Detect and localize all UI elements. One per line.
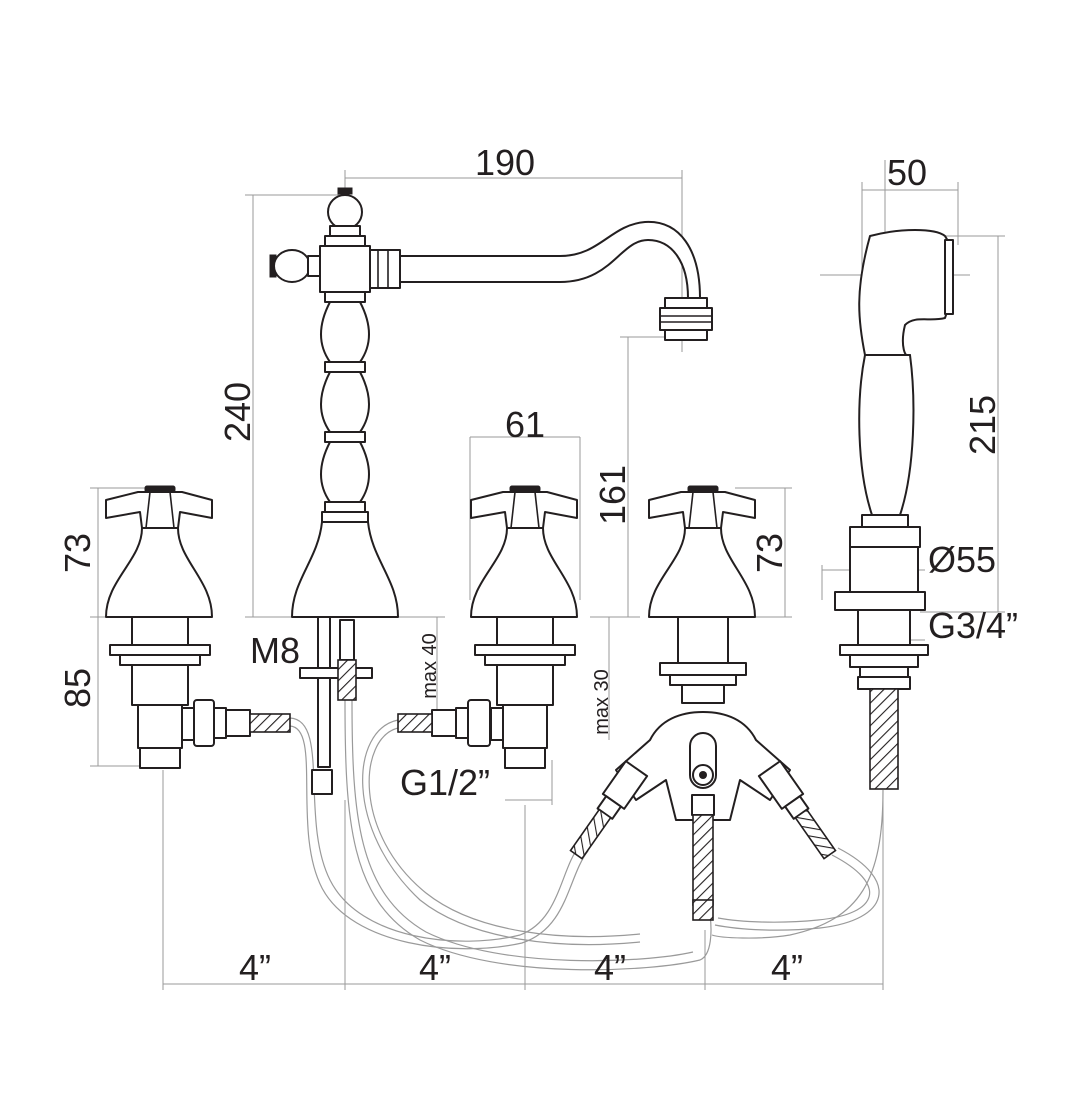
label-max-deck-spout: max 40 <box>419 633 441 699</box>
label-handle-height-right: 73 <box>749 533 790 573</box>
label-spout-thread: M8 <box>250 630 300 671</box>
label-handshower-thread: G3/4” <box>928 605 1018 646</box>
label-handle-width: 61 <box>505 404 545 445</box>
dimension-labels: 190 240 161 61 73 85 73 50 215 Ø55 G3/4”… <box>57 142 1018 988</box>
label-spacing-2: 4” <box>419 947 451 988</box>
label-max-deck-valve: max 30 <box>591 669 613 735</box>
center-cross-handle-valve <box>397 485 578 769</box>
label-spout-height: 240 <box>217 382 258 442</box>
label-spacing-4: 4” <box>771 947 803 988</box>
label-spacing-1: 4” <box>239 947 271 988</box>
label-valve-body-height: 85 <box>57 668 98 708</box>
label-handshower-length: 215 <box>962 395 1003 455</box>
flexible-hoses <box>289 699 884 971</box>
label-inlet-thread: G1/2” <box>400 762 490 803</box>
label-spacing-3: 4” <box>594 947 626 988</box>
label-handle-height-left: 73 <box>57 533 98 573</box>
left-cross-handle-valve <box>105 485 291 769</box>
label-spout-reach: 190 <box>475 142 535 183</box>
label-handshower-base-diameter: Ø55 <box>928 539 996 580</box>
label-spout-outlet-height: 161 <box>592 465 633 525</box>
label-handshower-width: 50 <box>887 152 927 193</box>
hand-shower <box>834 229 954 790</box>
spout <box>269 187 713 795</box>
right-diverter-valve <box>569 485 837 921</box>
